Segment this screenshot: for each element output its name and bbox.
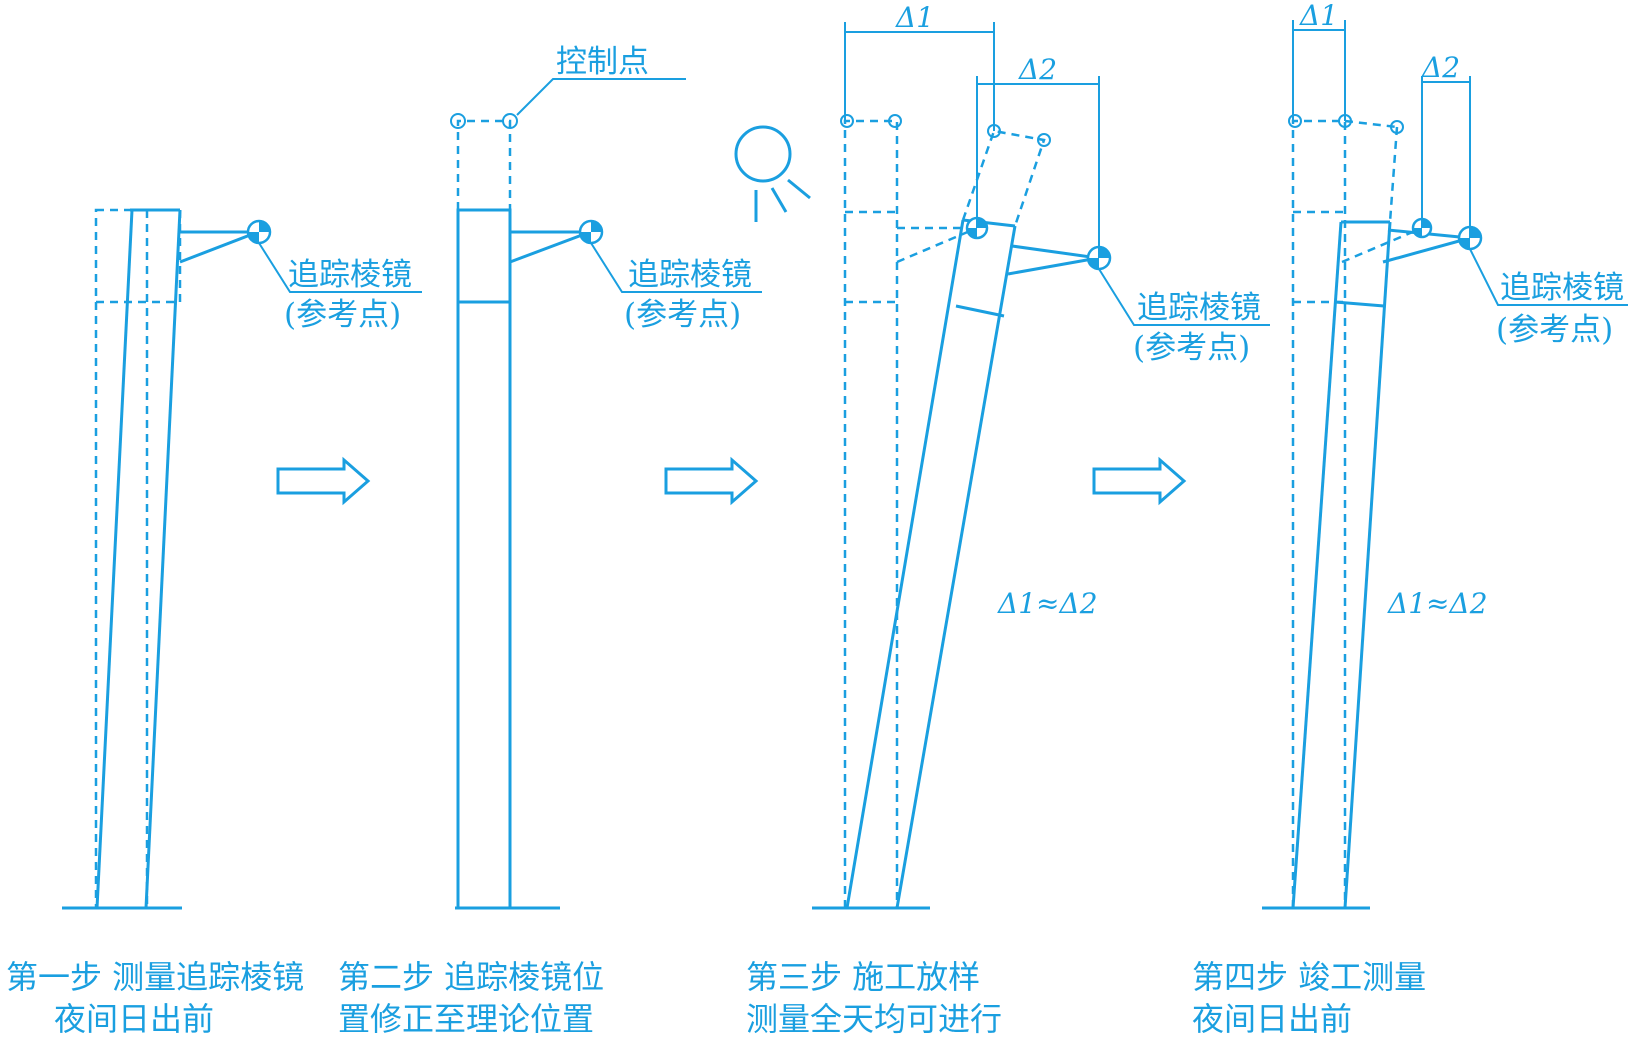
step1-deformed-column-right	[144, 209, 182, 909]
step4-reference-label: (参考点)	[1496, 312, 1613, 348]
step3-prism-label: 追踪棱镜	[1137, 290, 1261, 326]
step2-prism-icon	[578, 219, 604, 245]
step2-control-box	[456, 119, 512, 210]
step3-tilted-column-left	[845, 219, 965, 909]
step3-theoretical-column	[843, 119, 899, 908]
step4-caption-line1: 第四步 竣工测量	[1192, 958, 1426, 996]
step2-caption-line2: 置修正至理论位置	[338, 1000, 594, 1038]
step1-caption-line1: 第一步 测量追踪棱镜	[6, 958, 304, 996]
right-arrow-icon	[1092, 456, 1187, 506]
step-captions: 第一步 测量追踪棱镜 夜间日出前 第二步 追踪棱镜位 置修正至理论位置 第三步 …	[6, 958, 1426, 1038]
step3-caption-line1: 第三步 施工放样	[746, 958, 980, 996]
step2-control-point-right	[502, 113, 518, 129]
step4-caption-line2: 夜间日出前	[1192, 1000, 1352, 1038]
step1-theoretical-column-top	[94, 208, 182, 304]
step3-delta2-label: Δ2	[1018, 53, 1057, 86]
control-point-leader	[516, 78, 686, 116]
step3-caption-line2: 测量全天均可进行	[746, 1000, 1002, 1038]
step2-caption-line1: 第二步 追踪棱镜位	[338, 958, 604, 996]
step2-reference-label: (参考点)	[624, 297, 741, 333]
step4-delta1-label: Δ1	[1299, 0, 1338, 32]
step4-figure: 追踪棱镜 (参考点) Δ1 Δ2 Δ1≈Δ2	[1262, 0, 1628, 910]
step4-theoretical-column	[1291, 119, 1347, 908]
right-arrow-icon	[664, 456, 759, 506]
step1-reference-label: (参考点)	[284, 297, 401, 333]
step2-control-point-left	[450, 113, 466, 129]
step4-delta-relation: Δ1≈Δ2	[1387, 587, 1488, 620]
step4-prism-label: 追踪棱镜	[1500, 270, 1624, 306]
step1-prism-icon	[246, 219, 272, 245]
step4-asbuilt-column-left	[1291, 221, 1343, 909]
control-point-label: 控制点	[556, 44, 649, 80]
step4-prism-leader	[1469, 248, 1628, 306]
right-arrow-icon	[276, 456, 371, 506]
step2-prism-leader	[590, 242, 762, 293]
step3-delta1-label: Δ1	[895, 1, 934, 34]
step1-prism-label: 追踪棱镜	[288, 257, 412, 293]
sun-icon	[734, 125, 811, 222]
step3-displaced-control-box	[961, 129, 1046, 227]
step3-reference-label: (参考点)	[1133, 330, 1250, 366]
step3-delta-relation: Δ1≈Δ2	[997, 587, 1098, 620]
step3-prism-leader	[1098, 268, 1270, 326]
step1-caption-line2: 夜间日出前	[54, 1000, 214, 1038]
step1-deformed-column-left	[95, 209, 134, 909]
step3-prism-bracket	[1011, 244, 1099, 260]
step4-delta2-label: Δ2	[1421, 51, 1460, 84]
step2-figure: 追踪棱镜 (参考点) 控制点	[450, 44, 762, 910]
step2-column-top	[456, 208, 512, 304]
step3-tilted-column-right	[895, 225, 1017, 909]
step1-prism-leader	[258, 242, 422, 293]
step4-asbuilt-column-right	[1343, 221, 1392, 909]
step1-figure: 追踪棱镜 (参考点)	[62, 208, 422, 910]
step3-figure: 追踪棱镜 (参考点) Δ1 Δ2 Δ1≈Δ2	[734, 1, 1270, 910]
step2-prism-label: 追踪棱镜	[628, 257, 752, 293]
